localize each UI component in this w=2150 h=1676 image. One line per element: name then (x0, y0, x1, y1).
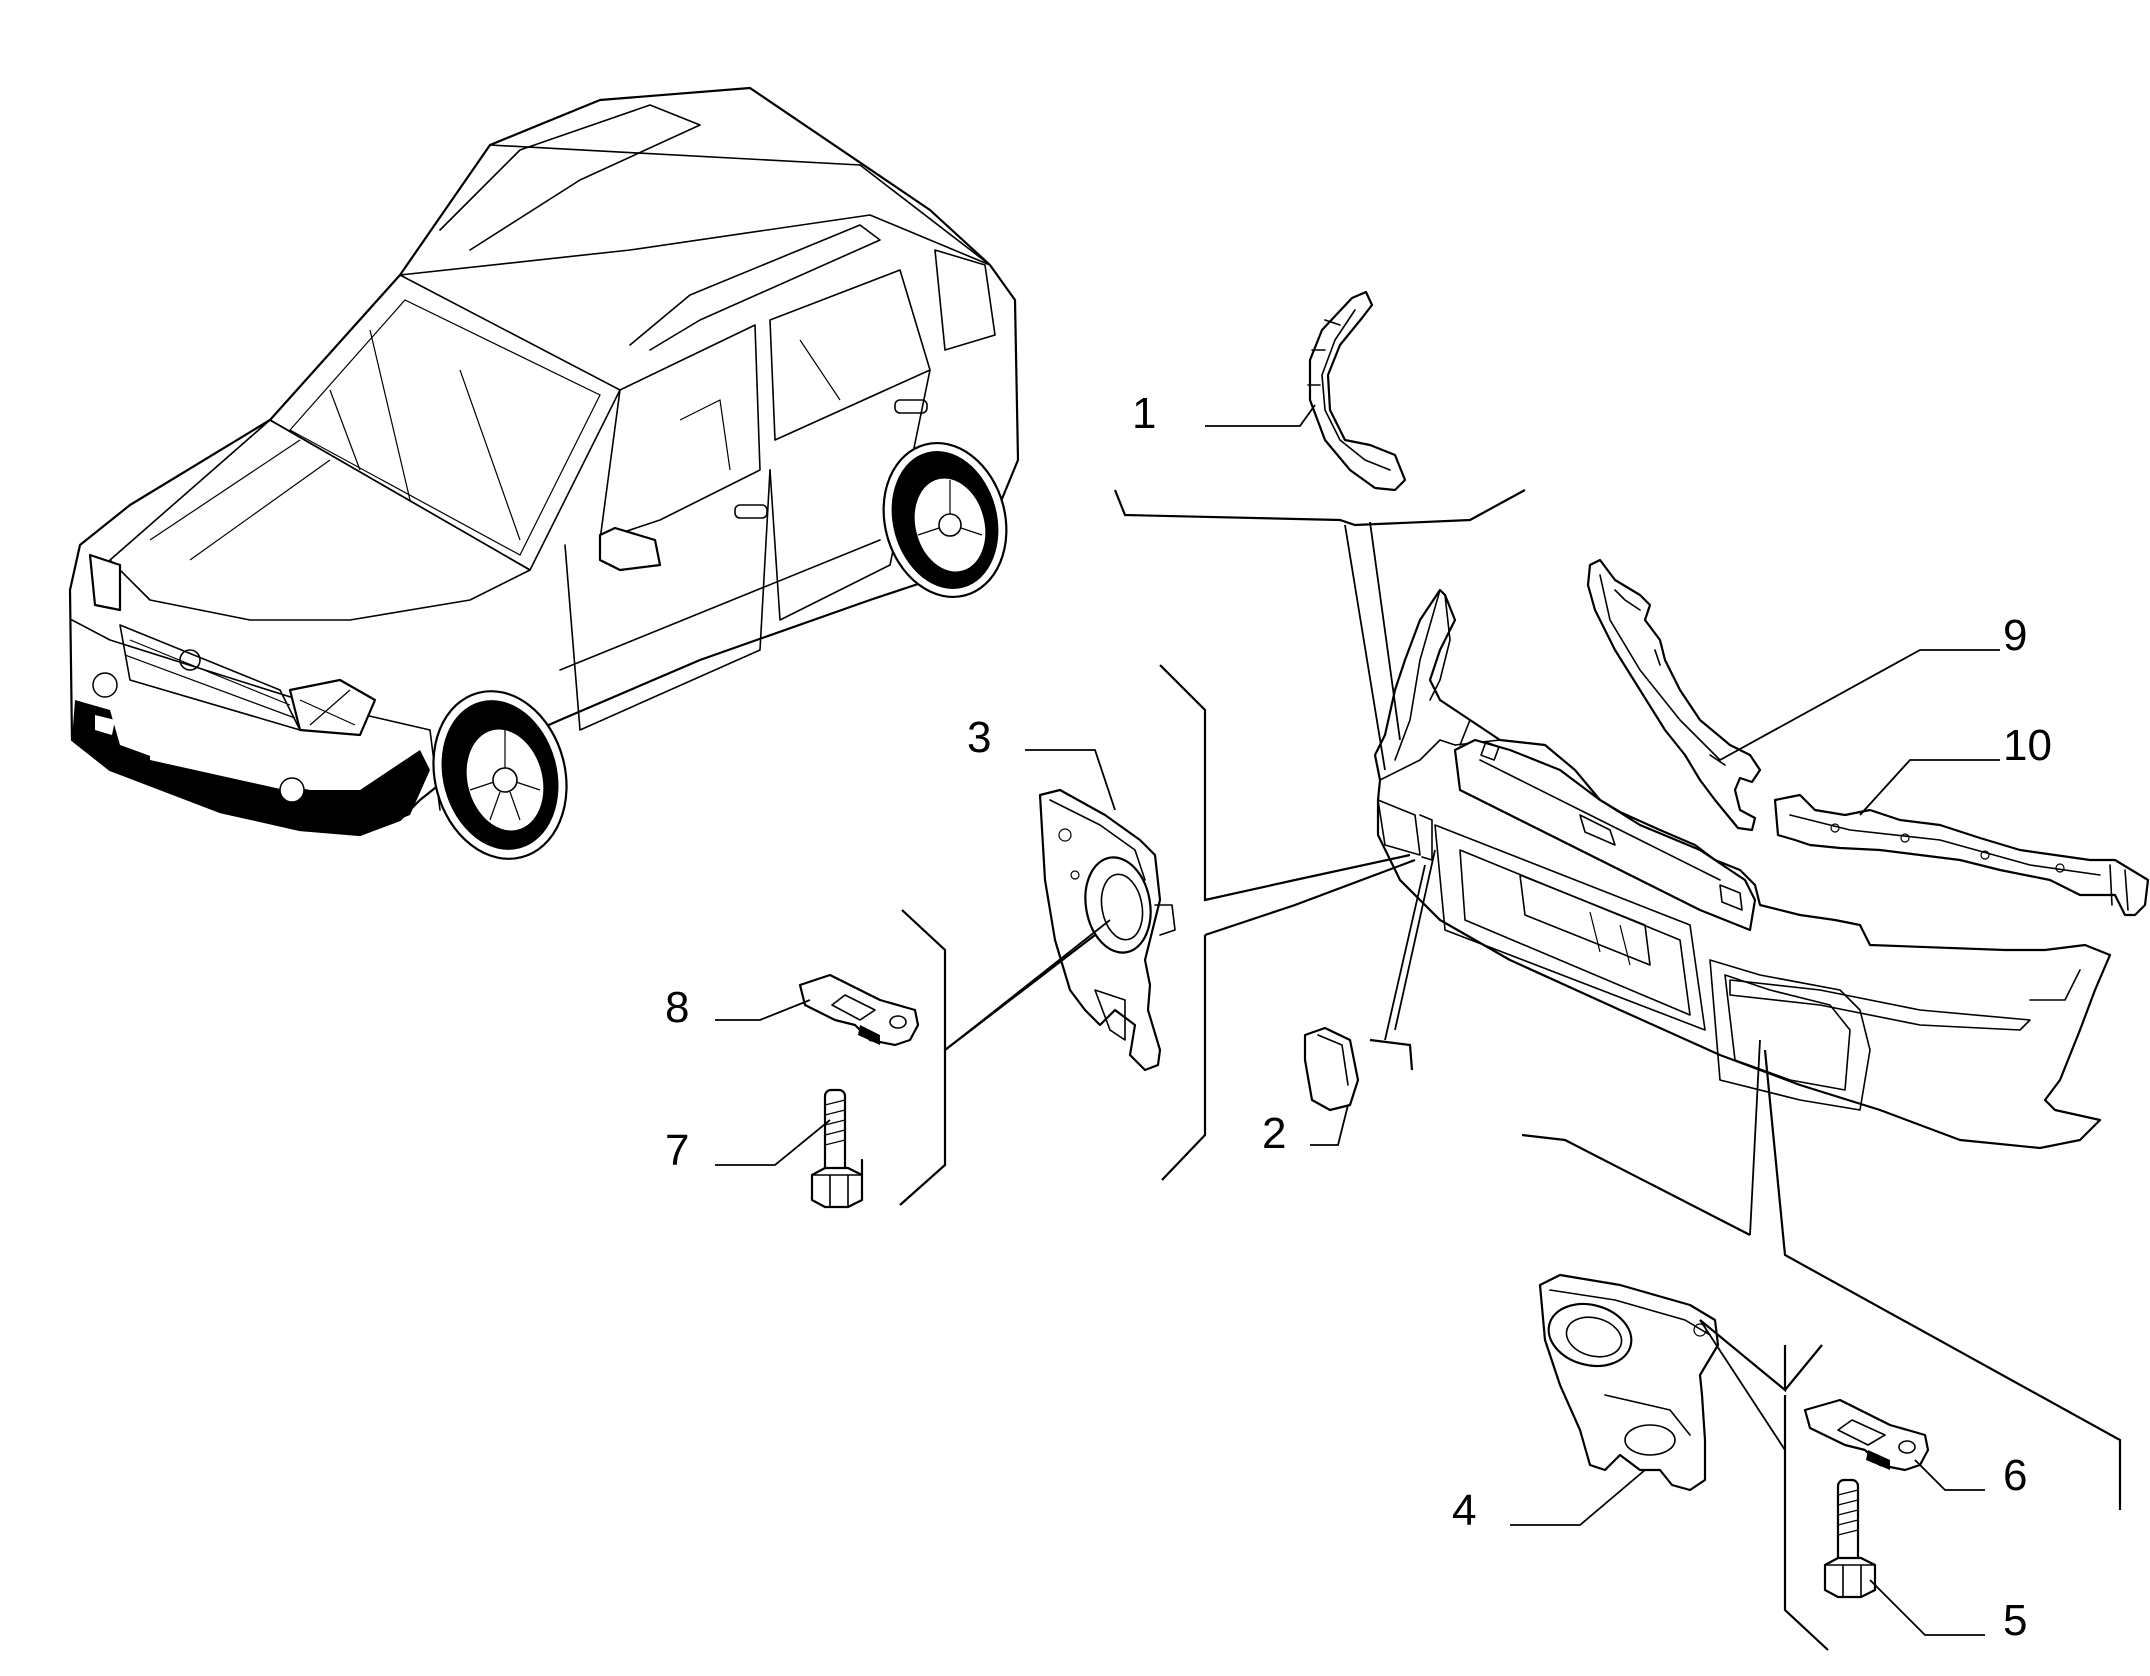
bracket-top (1113, 489, 1526, 527)
front-bumper-icon (1373, 588, 2112, 1150)
leader-7 (715, 1119, 831, 1166)
part-4-right-fog-housing (1538, 1273, 1720, 1492)
clip-nut-icon (1803, 1398, 1930, 1472)
leader-bracket-1a (1344, 524, 1386, 771)
leader-10 (1859, 759, 2000, 816)
bracket-4-d (1783, 1395, 1829, 1651)
bracket-4-e (1784, 1344, 1823, 1391)
leader-2 (1310, 1104, 1349, 1146)
leader-bracket-3 (944, 919, 1111, 1051)
leader-bracket-2a (1384, 864, 1426, 1041)
clip-nut-icon (798, 973, 920, 1047)
part-3-left-fog-housing (1038, 788, 1176, 1072)
leader-5 (1869, 1579, 1985, 1636)
callout-8: 8 (665, 983, 689, 1032)
part-1-side-bracket (1307, 290, 1407, 492)
callout-1: 1 (1132, 389, 1156, 438)
leader-bracket-4a (1749, 1039, 1761, 1236)
bracket-3-b (1204, 858, 1416, 937)
bracket-2 (1369, 1038, 1414, 1071)
bracket-3-e (899, 1050, 947, 1206)
bracket-4-a (1521, 1133, 1751, 1236)
leader-9 (1719, 649, 2000, 761)
callout-3: 3 (967, 713, 991, 762)
callout-6: 6 (2003, 1451, 2027, 1500)
bolt-icon (810, 1088, 864, 1209)
car-overview-icon (68, 86, 1020, 860)
callout-7: 7 (665, 1126, 689, 1175)
callout-10: 10 (2003, 721, 2052, 770)
leader-bracket-2b (1394, 849, 1436, 1031)
bolt-icon (1823, 1478, 1877, 1599)
leader-bracket-1b (1369, 521, 1401, 741)
leader-3 (1025, 749, 1116, 811)
part-10-lower-reinforcement (1773, 793, 2150, 917)
callout-5: 5 (2003, 1596, 2027, 1645)
leader-8 (715, 999, 811, 1021)
callout-2: 2 (1262, 1109, 1286, 1158)
bracket-3-c (1161, 935, 1207, 1181)
bracket-3-a (1159, 664, 1411, 902)
leader-bracket-4b (1699, 1319, 1786, 1451)
part-2-tow-hook-cap (1303, 1026, 1360, 1112)
bracket-4-b (1763, 1049, 2122, 1510)
leader-1 (1205, 404, 1316, 427)
bracket-3-d (901, 909, 1096, 1053)
part-9-bumper-reinforcement (1586, 558, 1762, 832)
leader-4 (1510, 1469, 1646, 1526)
leader-6 (1914, 1459, 1985, 1491)
callout-9: 9 (2003, 611, 2027, 660)
callout-4: 4 (1452, 1486, 1476, 1535)
